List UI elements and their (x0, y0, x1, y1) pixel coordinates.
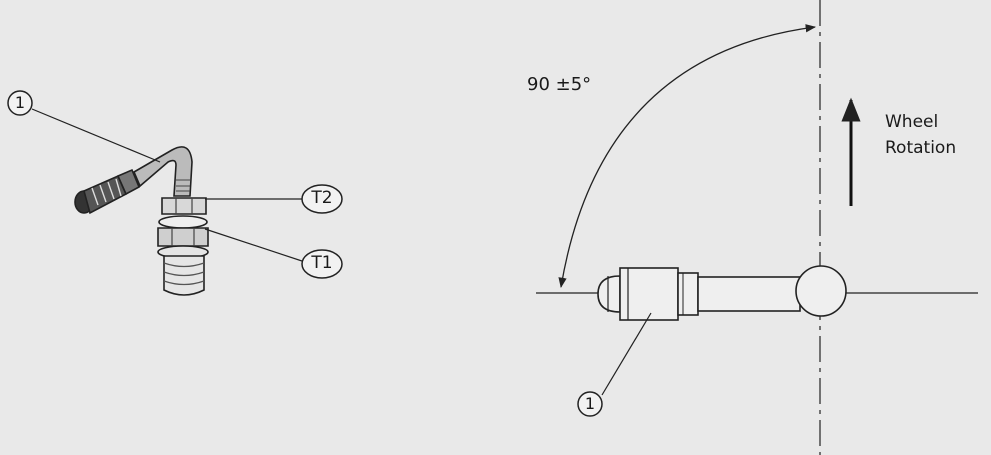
part-callout-circle-left (7, 90, 33, 116)
threaded-body (163, 255, 205, 296)
right-leader-line (601, 312, 652, 396)
wheel-rotation-label-line1: Wheel (885, 112, 939, 132)
part-callout-circle-right (577, 391, 603, 417)
valve-cap (74, 168, 141, 215)
lower-nut (157, 215, 209, 259)
valve-stem-tube (697, 276, 801, 312)
t2-callout-label: T2 (311, 188, 333, 208)
valve-hub-circle (795, 265, 847, 317)
upper-nut (161, 197, 207, 215)
t1-callout-label: T1 (311, 253, 333, 273)
t1-callout-ellipse (301, 249, 343, 279)
angle-tolerance-label: 90 ±5° (527, 74, 592, 95)
reference-axes (536, 0, 978, 455)
t2-callout-ellipse (301, 184, 343, 214)
part-callout-label-right: 1 (584, 394, 596, 413)
valve-top-view (597, 265, 847, 321)
angle-arc (558, 24, 817, 289)
valve-cap-body (619, 267, 679, 321)
valve-cap-dome (597, 275, 621, 313)
left-leader-lines (31, 108, 306, 263)
angled-valve-stem-drawing (74, 146, 209, 296)
valve-nut (677, 272, 699, 316)
bent-tube (132, 146, 193, 197)
wheel-rotation-label-line2: Rotation (885, 138, 957, 158)
part-callout-label-left: 1 (14, 93, 26, 112)
